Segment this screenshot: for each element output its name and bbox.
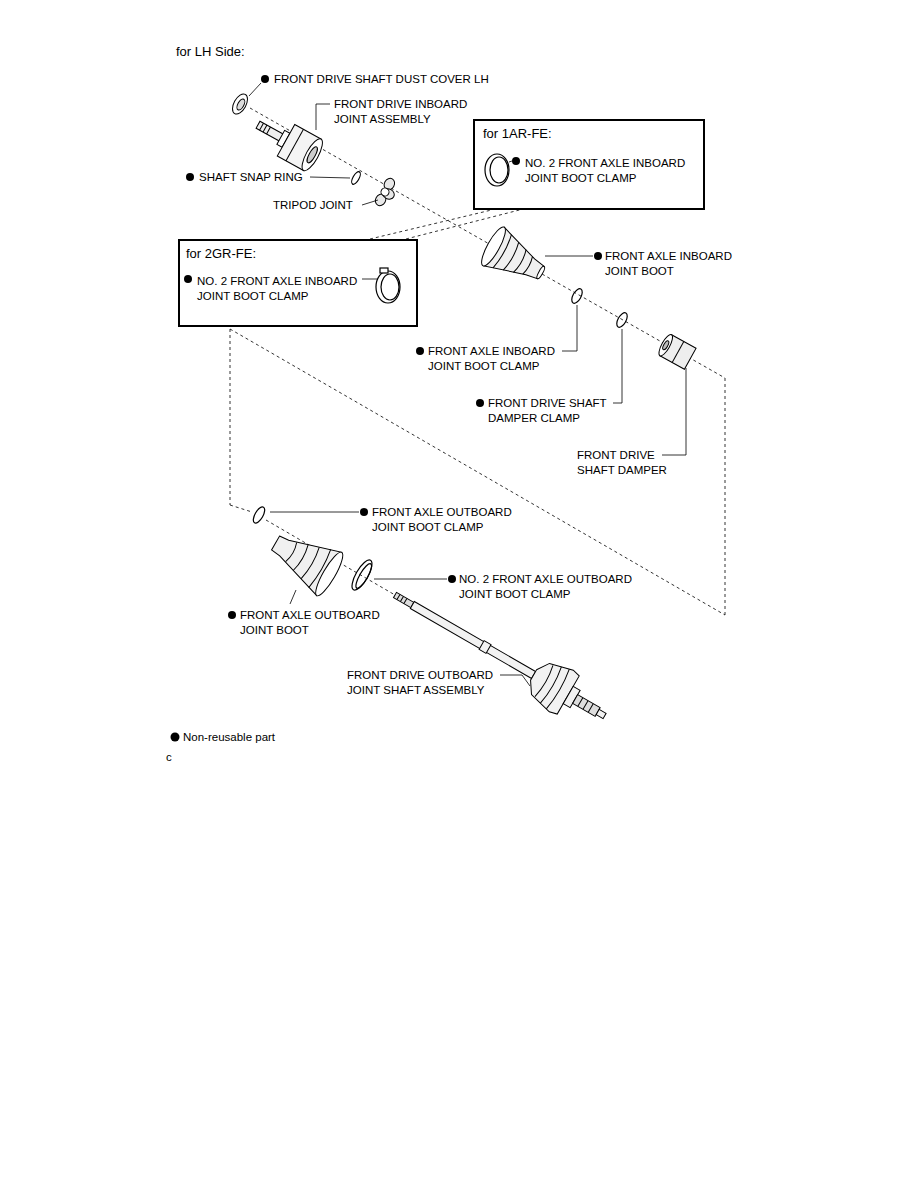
part-label: NO. 2 FRONT AXLE INBOARD JOINT BOOT CLAM… — [197, 274, 369, 304]
part-label: FRONT DRIVE SHAFT DUST COVER LH — [274, 72, 489, 87]
part-label: SHAFT SNAP RING — [199, 170, 303, 185]
dashed-connector — [370, 210, 492, 239]
part-label: FRONT AXLE INBOARD JOINT BOOT — [605, 249, 745, 279]
variant-heading: for 2GR-FE: — [186, 246, 256, 261]
variant-box: for 1AR-FE: NO. 2 FRONT AXLE INBOARD JOIN… — [473, 119, 705, 210]
part-label: NO. 2 FRONT AXLE INBOARD JOINT BOOT CLAM… — [525, 156, 697, 186]
section-heading: for LH Side: — [176, 44, 245, 59]
part-label: c — [166, 750, 172, 765]
part-label: FRONT AXLE INBOARD JOINT BOOT CLAMP — [428, 344, 563, 374]
part-label: FRONT DRIVE INBOARD JOINT ASSEMBLY — [334, 97, 474, 127]
part-label: NO. 2 FRONT AXLE OUTBOARD JOINT BOOT CLA… — [459, 572, 651, 602]
legend-text: Non-reusable part — [183, 730, 275, 745]
part-label: FRONT AXLE OUTBOARD JOINT BOOT — [240, 608, 390, 638]
part-label: FRONT DRIVE SHAFT DAMPER CLAMP — [488, 396, 618, 426]
part-label: FRONT DRIVE OUTBOARD JOINT SHAFT ASSEMBL… — [347, 668, 505, 698]
variant-box: for 2GR-FE: NO. 2 FRONT AXLE INBOARD JOIN… — [178, 239, 418, 327]
part-label: FRONT DRIVE SHAFT DAMPER — [577, 448, 677, 478]
part-label: TRIPOD JOINT — [273, 198, 353, 213]
part-label: FRONT AXLE OUTBOARD JOINT BOOT CLAMP — [372, 505, 522, 535]
dashed-connector — [406, 210, 519, 239]
variant-heading: for 1AR-FE: — [483, 126, 552, 141]
